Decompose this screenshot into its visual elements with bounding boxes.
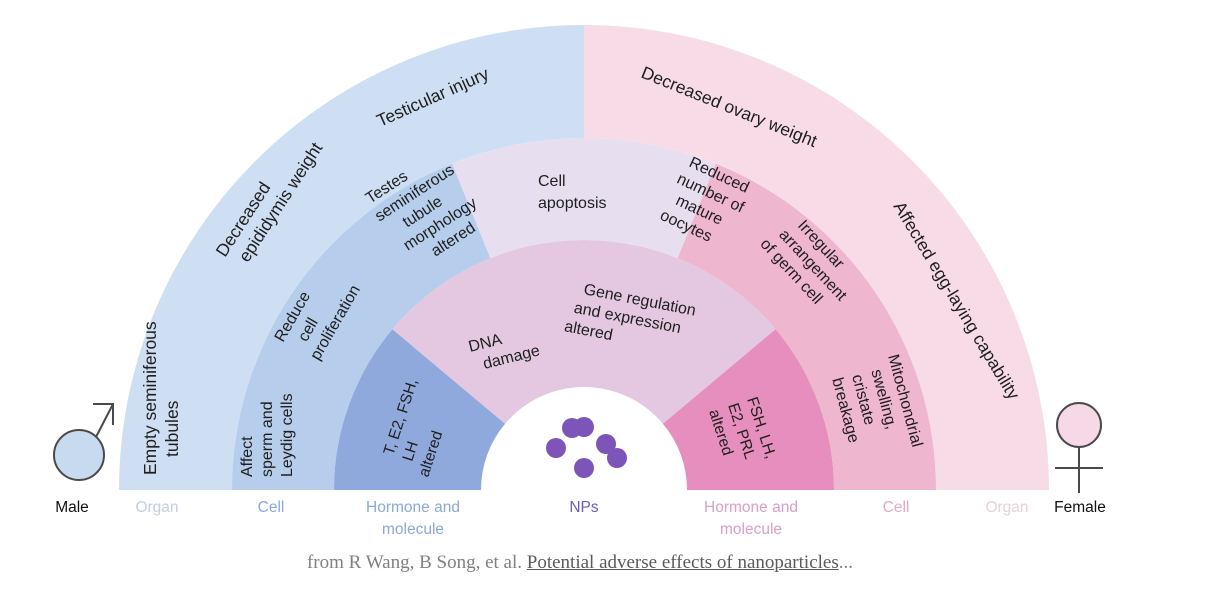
figure-caption: from R Wang, B Song, et al. Potential ad… bbox=[0, 552, 1160, 574]
female-hormone-band bbox=[662, 329, 834, 490]
female-organ-band bbox=[584, 25, 1049, 490]
caption-suffix: ... bbox=[838, 552, 853, 573]
female-cell-label: Cell bbox=[883, 499, 910, 516]
male-cell-band bbox=[232, 163, 491, 490]
male-hormone-label: Hormone and bbox=[366, 499, 460, 516]
female-cell-texts: Reduced number of mature oocytes Irregul… bbox=[657, 154, 925, 449]
np-label: NPs bbox=[569, 499, 599, 516]
female-symbol-icon bbox=[1055, 402, 1103, 493]
np-dot bbox=[607, 448, 627, 468]
apoptosis-band bbox=[452, 137, 716, 259]
female-organ-label: Organ bbox=[985, 499, 1028, 516]
diagram-rings bbox=[119, 25, 1049, 490]
shared-molecule-band bbox=[392, 240, 776, 424]
caption-prefix: from R Wang, B Song, et al. bbox=[306, 552, 527, 573]
np-dot bbox=[574, 458, 594, 478]
male-cell-label: Cell bbox=[258, 499, 285, 516]
male-hormone-band bbox=[334, 329, 506, 490]
female-label: Female bbox=[1054, 499, 1106, 516]
empty-tubules-text: Empty seminiferous tubules bbox=[140, 316, 182, 475]
male-symbol-icon bbox=[53, 403, 114, 481]
np-dot bbox=[596, 434, 616, 454]
female-hormone-label: Hormone and bbox=[704, 499, 798, 516]
caption-link[interactable]: Potential adverse effects of nanoparticl… bbox=[526, 552, 839, 573]
female-hormone-label-2: molecule bbox=[720, 521, 782, 538]
nanoparticle-cluster bbox=[546, 417, 627, 478]
male-hormone-label-2: molecule bbox=[382, 521, 444, 538]
male-label: Male bbox=[55, 499, 89, 516]
np-dot bbox=[546, 438, 566, 458]
male-organ-band bbox=[119, 25, 584, 490]
np-dot bbox=[574, 417, 594, 437]
cell-apoptosis-text: Cell apoptosis bbox=[538, 173, 607, 212]
female-cell-band bbox=[677, 163, 936, 490]
reproductive-effects-diagram: Male Organ Cell Hormone and molecule NPs… bbox=[53, 25, 1106, 538]
male-organ-label: Organ bbox=[135, 499, 178, 516]
leydig-text: Affect sperm and Leydig cells bbox=[239, 393, 296, 477]
